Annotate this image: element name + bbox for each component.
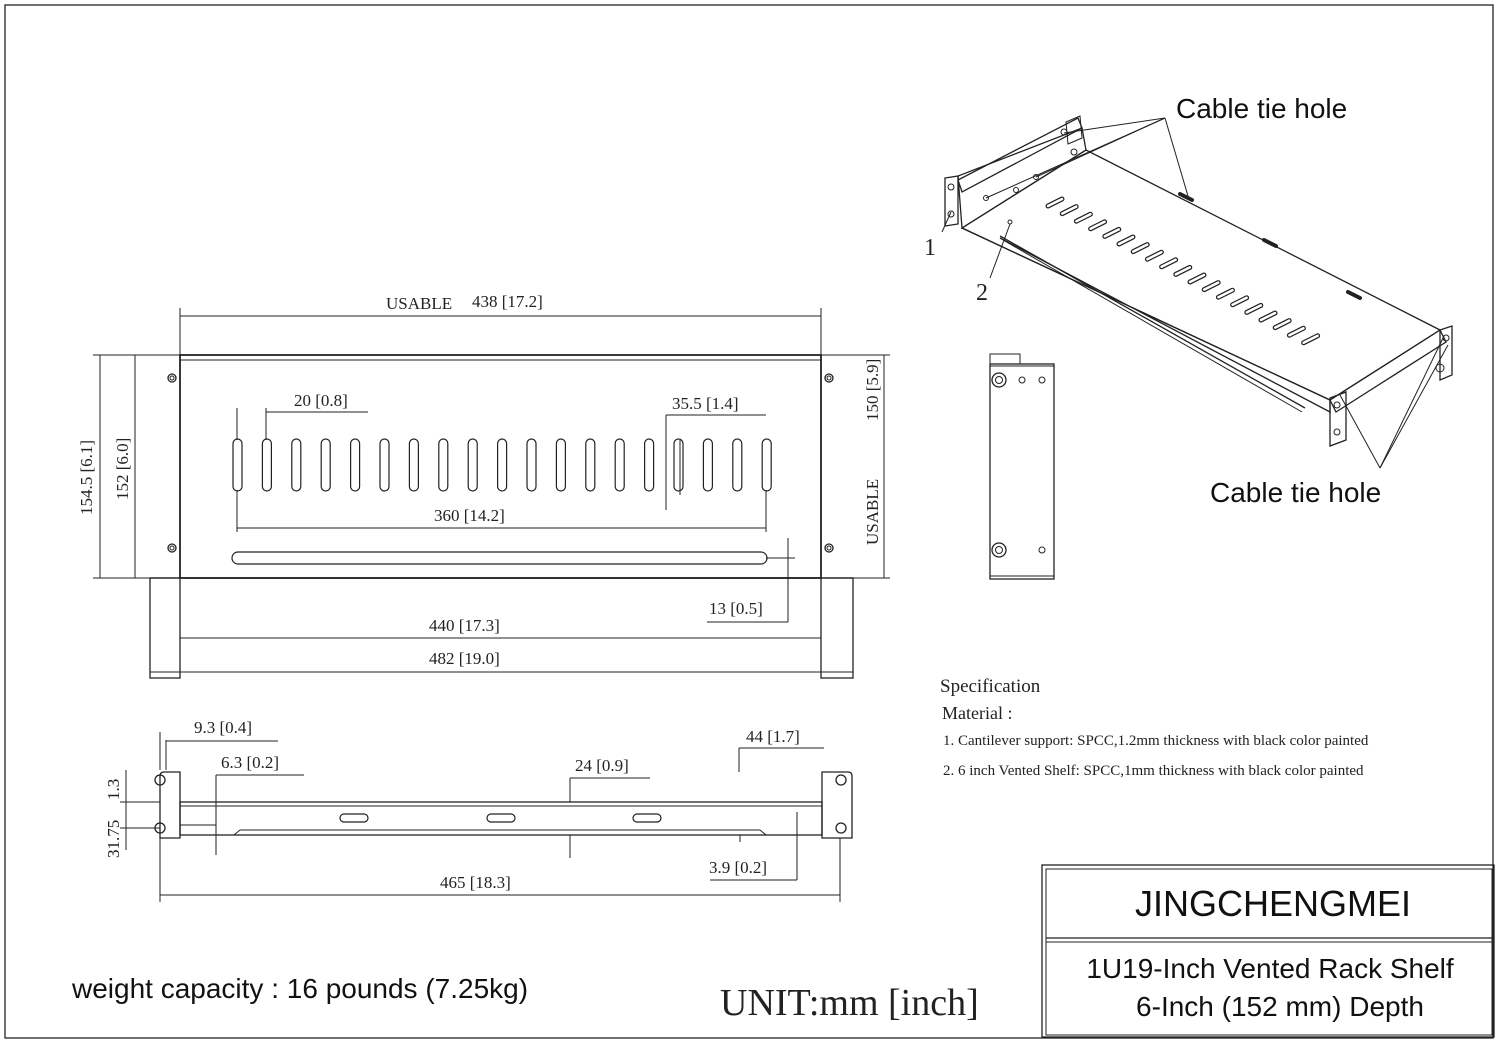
inner-width-dim: 440 [17.3]: [429, 616, 500, 635]
spec-item-2: 2. 6 inch Vented Shelf: SPCC,1mm thickne…: [943, 763, 1364, 779]
iso-right-ear: [1329, 391, 1347, 447]
bracket-flange: [989, 353, 1021, 365]
vent-slot: [555, 438, 567, 492]
vent-slots: [232, 438, 772, 492]
left-bracket-outline: [159, 771, 181, 839]
iso-vent-slot-inner: [1046, 197, 1064, 208]
vent-slot: [379, 438, 390, 492]
vent-slot: [643, 438, 655, 492]
hole-dia-dim: 6.3 [0.2]: [221, 753, 279, 772]
shelf-side-outline: [179, 801, 823, 836]
product-line-1: 1U19-Inch Vented Rack Shelf: [1086, 953, 1454, 984]
vent-slot: [732, 438, 743, 492]
side-slot: [339, 813, 369, 823]
vent-slot: [497, 438, 508, 492]
depth-dim: 152 [6.0]: [113, 438, 132, 500]
long-slot: [231, 551, 768, 565]
overall-depth-dim: 154.5 [6.1]: [77, 440, 96, 515]
iso-vent-slot-inner: [1288, 326, 1305, 337]
wall-height-dim: 44 [1.7]: [746, 727, 800, 746]
vent-slot: [673, 438, 684, 492]
vent-slot: [408, 438, 419, 492]
right-bracket-outline: [821, 771, 853, 839]
vent-slot: [350, 438, 361, 492]
iso-right-wall: [1329, 329, 1447, 413]
part-2-label: 2: [976, 280, 988, 306]
slot-span-dim: 360 [14.2]: [434, 506, 505, 525]
iso-vent-slot-inner: [1131, 243, 1149, 253]
side-height-dim: 1.3: [104, 779, 123, 800]
spec-item-1: 1. Cantilever support: SPCC,1.2mm thickn…: [943, 733, 1369, 749]
overall-width-dim: 482 [19.0]: [429, 649, 500, 668]
iso-front-lip: [961, 227, 1331, 414]
side-view: 9.3 [0.4] 6.3 [0.2] 1.3 31.75 44 [1.7] 2…: [104, 718, 853, 902]
vent-slot: [320, 438, 331, 492]
usable-width-label: USABLE: [386, 294, 452, 313]
bracket-outline: [989, 363, 1055, 580]
iso-vent-slot-inner: [1089, 220, 1106, 231]
side-slot: [486, 813, 516, 823]
iso-vent-slot-inner: [1117, 235, 1135, 246]
mounting-screws: [167, 373, 834, 553]
slot-pitch-dim: 35.5 [1.4]: [672, 394, 739, 413]
iso-vent-slot-inner: [1217, 288, 1234, 299]
usable-depth-label: USABLE: [863, 479, 882, 545]
cable-tie-hole-callout-top: Cable tie hole: [1176, 93, 1347, 124]
iso-vent-slot-inner: [1259, 311, 1277, 322]
unit-label: UNIT:mm [inch]: [720, 982, 979, 1024]
iso-vent-slot-inner: [1245, 304, 1263, 314]
side-slot: [632, 813, 662, 823]
spec-material-label: Material :: [942, 703, 1012, 723]
iso-vent-slot-inner: [1302, 334, 1319, 345]
vent-slot: [232, 438, 243, 492]
title-block: JINGCHENGMEI 1U19-Inch Vented Rack Shelf…: [1041, 864, 1495, 1038]
slot-width-dim: 20 [0.8]: [294, 391, 348, 410]
iso-vent-slot-inner: [1231, 296, 1248, 307]
weight-capacity: weight capacity : 16 pounds (7.25kg): [71, 973, 528, 1004]
isometric-view: Cable tie hole Cable tie hole 1 2: [924, 93, 1453, 508]
vent-slot: [761, 438, 772, 492]
product-line-2: 6-Inch (152 mm) Depth: [1136, 991, 1424, 1022]
iso-vent-slot-inner: [1146, 250, 1163, 261]
hole-offset-dim: 9.3 [0.4]: [194, 718, 252, 737]
part-1-label: 1: [924, 235, 936, 261]
cable-tie-hole-callout-bottom: Cable tie hole: [1210, 477, 1381, 508]
iso-vent-slot-inner: [1273, 319, 1291, 329]
sheet-border: [4, 4, 1494, 1039]
left-ear-outline: [149, 577, 181, 679]
vent-slot: [526, 438, 537, 492]
vent-slot: [585, 438, 596, 492]
brand-name: JINGCHENGMEI: [1135, 883, 1411, 924]
leader-lines: [941, 117, 1449, 469]
lip-offset-dim: 13 [0.5]: [709, 599, 763, 618]
usable-width-dim: 438 [17.2]: [472, 292, 543, 311]
vent-slot: [261, 438, 272, 492]
lip-height-dim: 3.9 [0.2]: [709, 858, 767, 877]
right-ear-outline: [820, 577, 854, 679]
usable-depth-dim: 150 [5.9]: [863, 359, 882, 421]
iso-vent-slot-inner: [1060, 205, 1078, 215]
vent-slot: [438, 438, 449, 492]
iso-vent-slots: [1045, 196, 1321, 346]
iso-vent-slot-inner: [1188, 273, 1206, 284]
iso-vent-slot-inner: [1174, 266, 1192, 276]
iso-vent-slot-inner: [1202, 281, 1220, 291]
bracket-span-dim: 465 [18.3]: [440, 873, 511, 892]
bracket-view: [989, 353, 1055, 580]
vent-slot: [614, 438, 625, 492]
vent-slot: [291, 438, 302, 492]
hole-spacing-dim: 31.75: [104, 820, 123, 858]
iso-vent-slot-inner: [1075, 212, 1092, 223]
vent-slot: [702, 438, 714, 492]
iso-vent-slot-inner: [1103, 228, 1121, 238]
front-view: USABLE 438 [17.2] 20 [0.8] 35.5 [1.4] 36…: [77, 292, 890, 679]
iso-left-ear: [944, 175, 959, 227]
spec-heading: Specification: [940, 676, 1041, 697]
iso-vent-slot-inner: [1160, 258, 1177, 269]
vent-slot: [467, 438, 478, 492]
specification-block: Specification Material : 1. Cantilever s…: [940, 676, 1369, 779]
side-slot-pitch-dim: 24 [0.9]: [575, 756, 629, 775]
